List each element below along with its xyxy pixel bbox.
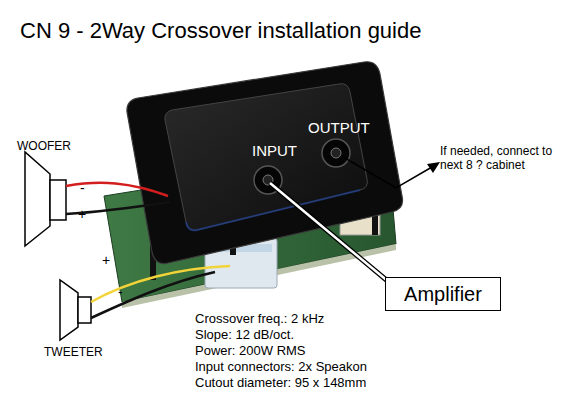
box-label: Amplifier [404, 283, 482, 306]
plate-tray [165, 84, 367, 231]
tweeter-wire-yellow [91, 266, 230, 302]
leader-line [270, 183, 390, 283]
polarity-sign: + [78, 206, 86, 222]
tweeter-magnet [78, 297, 91, 323]
spec-line: Power: 200W RMS [195, 344, 306, 359]
part-name: TWEETER [44, 346, 103, 360]
woofer-cone [25, 152, 50, 246]
arrow-head [427, 162, 440, 173]
leader-line [270, 183, 390, 283]
woofer-magnet [50, 180, 66, 220]
spec-line: Crossover freq.: 2 kHz [195, 312, 324, 327]
connector-name: INPUT [252, 142, 297, 159]
part-name: WOOFER [17, 140, 71, 154]
speakon-output [322, 139, 350, 167]
note: If needed, connect to next 8 ? cabinet [440, 145, 568, 173]
amplifier-box: Amplifier [385, 277, 501, 311]
connector-name: OUTPUT [308, 119, 370, 136]
spec-line: Slope: 12 dB/oct. [195, 328, 294, 343]
tweeter-cone [60, 280, 78, 340]
speakon-core [331, 148, 341, 158]
tray-highlight [186, 190, 360, 230]
mounting-plate [127, 62, 403, 264]
polarity-sign: - [118, 284, 123, 300]
title: CN 9 - 2Way Crossover installation guide [20, 18, 421, 43]
polarity-sign: - [80, 180, 85, 196]
spec-line: Cutout diameter: 95 x 148mm [195, 376, 366, 391]
spec-line: Input connectors: 2x Speakon [195, 360, 367, 375]
output-arrow [345, 158, 432, 188]
polarity-sign: + [102, 252, 110, 268]
